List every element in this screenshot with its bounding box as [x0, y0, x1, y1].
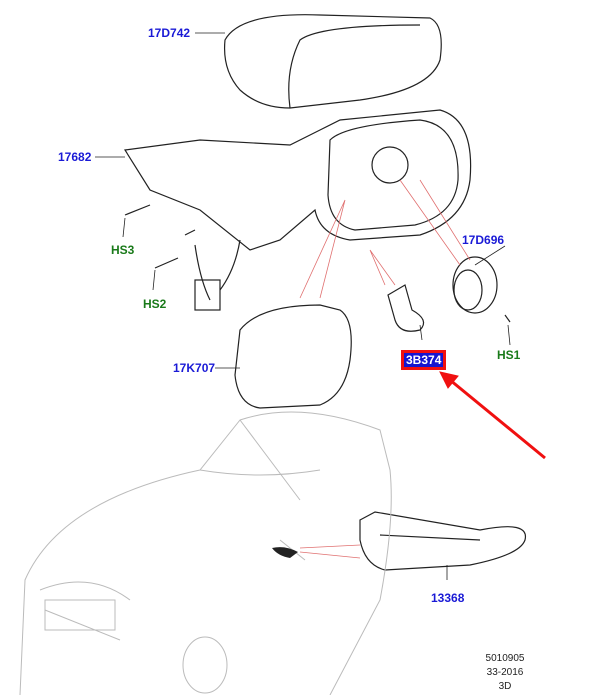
indicator-lamp-drawing	[359, 511, 526, 571]
part-label-mirror-motor[interactable]: 17D696	[462, 233, 505, 247]
mirror-cap-drawing	[223, 14, 442, 109]
part-label-indicator-lamp[interactable]: 13368	[431, 591, 465, 605]
part-label-hs2[interactable]: HS2	[143, 297, 167, 311]
mirror-motor-drawing	[452, 256, 498, 314]
diagram-view-type: 3D	[498, 681, 512, 692]
mirror-glass-drawing	[234, 304, 352, 409]
part-label-mirror-housing[interactable]: 17682	[58, 150, 92, 164]
diagram-date: 33-2016	[486, 667, 524, 678]
vehicle-outline-drawing	[19, 411, 392, 695]
part-label-mirror-glass[interactable]: 17K707	[173, 361, 216, 375]
mirror-housing-drawing	[123, 109, 472, 251]
part-label-mirror-cap[interactable]: 17D742	[148, 26, 191, 40]
part-label-lamp-holder-highlighted[interactable]: 3B374	[400, 350, 447, 370]
highlight-arrow	[439, 371, 546, 460]
part-label-hs3[interactable]: HS3	[111, 243, 135, 257]
mirror-on-vehicle	[272, 547, 298, 558]
diagram-number: 5010905	[485, 653, 525, 664]
part-label-hs1[interactable]: HS1	[497, 348, 521, 362]
lamp-holder-drawing	[387, 284, 425, 332]
